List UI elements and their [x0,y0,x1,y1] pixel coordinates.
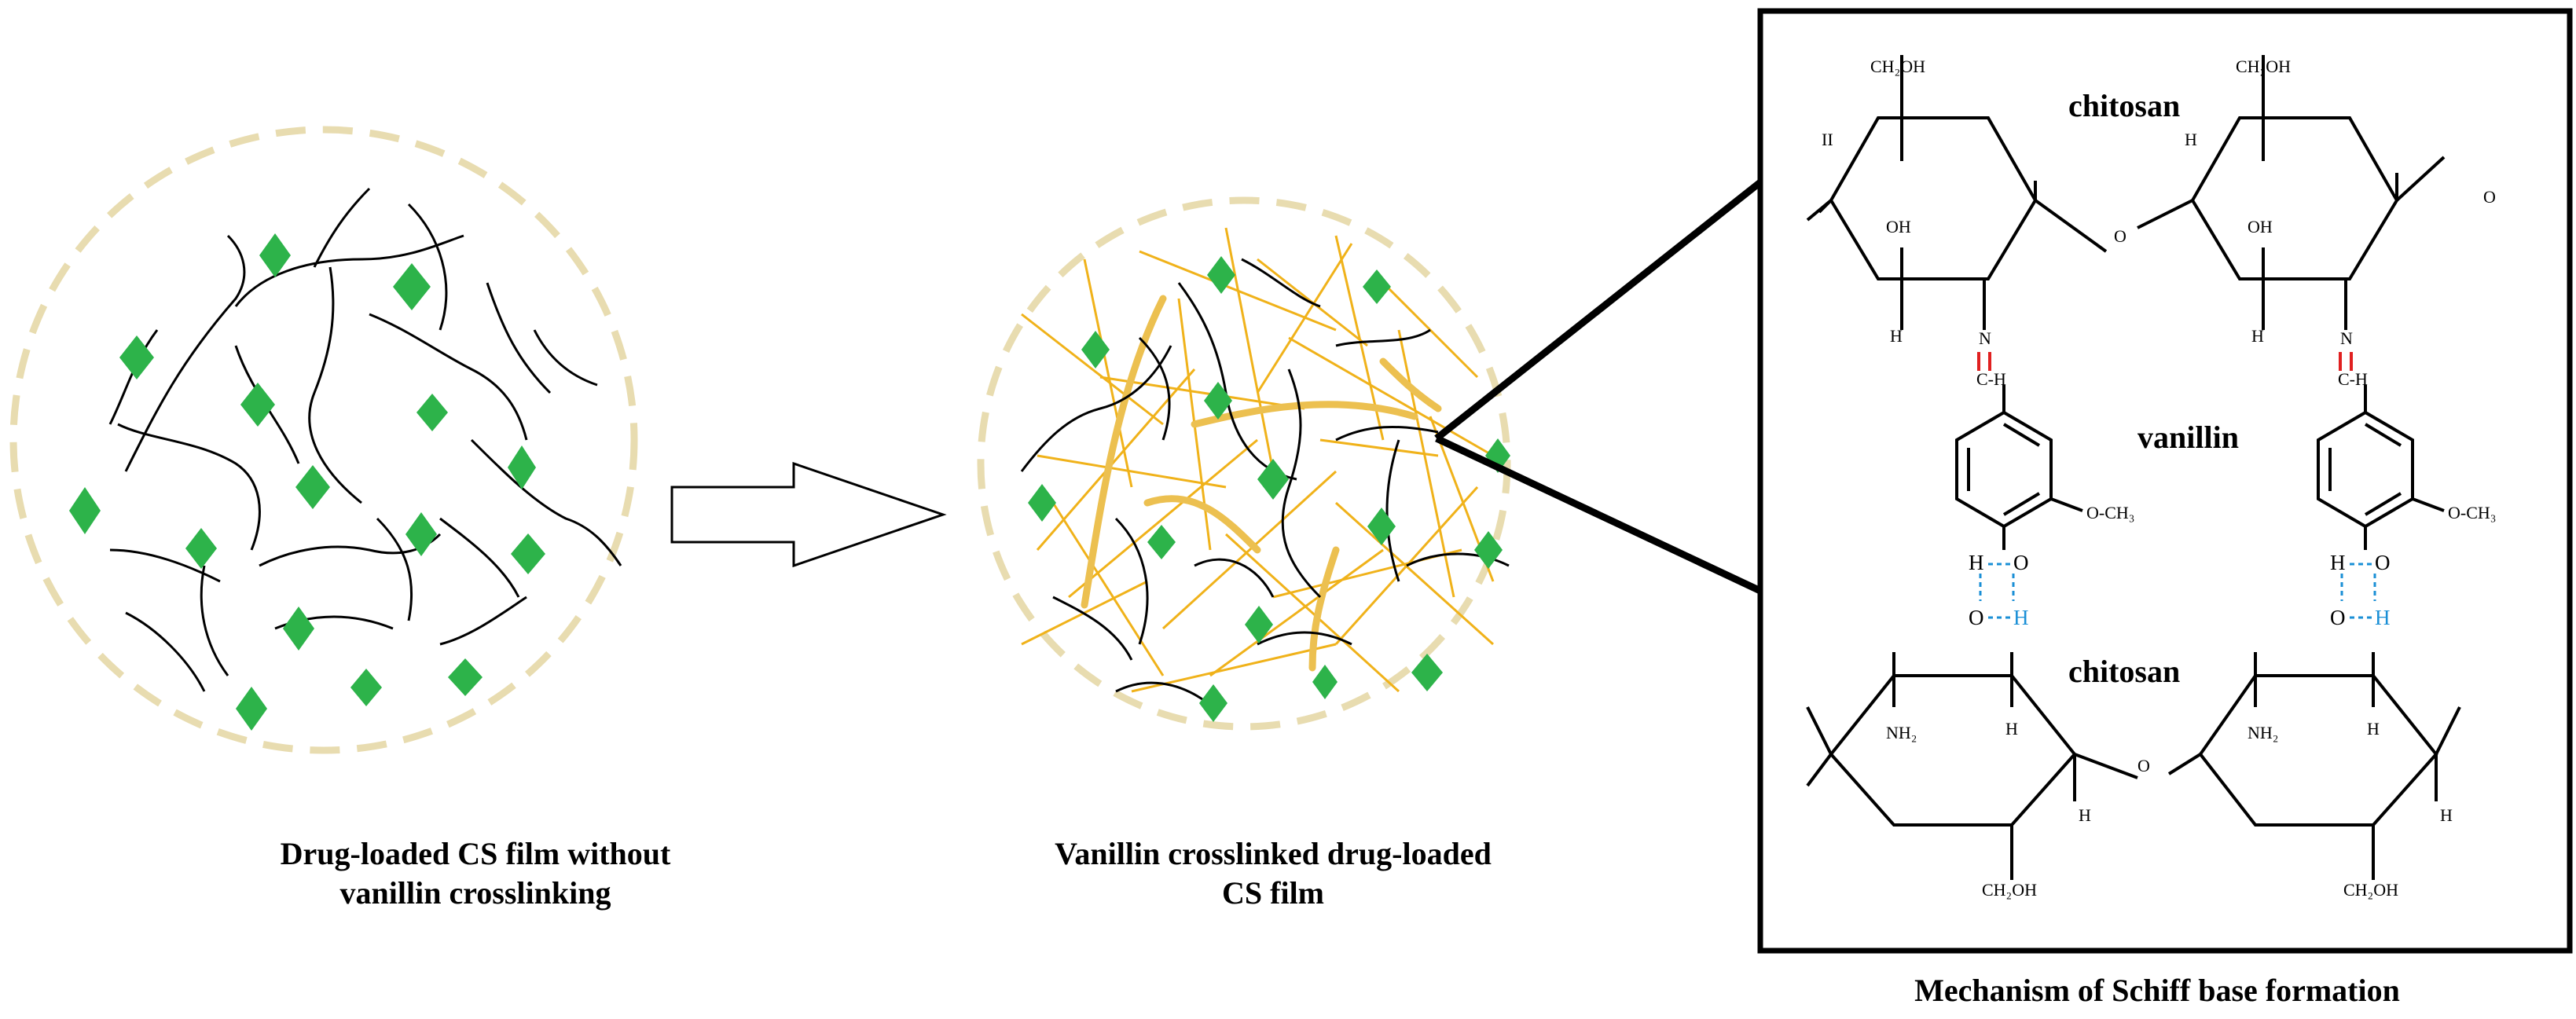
h-top-1: II [1822,130,1833,149]
schiff-double-bonds [1977,352,2353,371]
h-bottom-4: H [2440,805,2453,825]
drug-particles-middle [1028,256,1510,722]
mechanism-structure [1806,55,2461,880]
caption-mid-line1: Vanillin crosslinked drug-loaded [1055,836,1492,871]
chitosan-top-label: chitosan [2068,88,2180,123]
oh-top-1: OH [1886,217,1911,236]
ch-group-1: C-H [1976,369,2006,389]
drug-particles-left [69,233,545,731]
transition-arrow [670,461,947,568]
chitosan-chains-middle [1020,258,1510,701]
uncrosslinked-film [9,126,638,754]
nh2-1: NH₂ [1886,723,1917,742]
n-atom-1: N [1979,328,1991,348]
caption-mid-line2: CS film [1222,875,1324,911]
hbond-h-1: H [1969,551,1984,574]
crosslinked-film [977,196,1511,731]
caption-crosslinked-film: Vanillin crosslinked drug-loaded CS film [935,834,1611,913]
vanillin-label: vanillin [2137,420,2239,455]
ch2oh-top-1: CH₂OH [1870,57,1925,76]
n-atom-2: N [2340,328,2353,348]
h-top-3: H [1890,326,1903,346]
o-glycosidic-top-2: O [2483,187,2496,207]
hbond-h-3: H [2330,551,2346,574]
zoom-lines [1434,179,1763,595]
h-bottom-3: H [2079,805,2091,825]
ch-group-2: C-H [2338,369,2368,389]
hbond-o-1: O [2013,551,2029,574]
h-bottom-2: H [2367,719,2380,739]
nh2-2: NH₂ [2248,723,2278,742]
hydrogen-bonds [1979,563,2376,619]
hbond-o-2: O [1969,606,1984,629]
caption-right-line: Mechanism of Schiff base formation [1914,973,2400,1008]
h-top-4: H [2251,326,2264,346]
ch2oh-bottom-2: CH₂OH [2343,880,2398,900]
h-bottom-1: H [2005,719,2018,739]
h-top-2: H [2185,130,2197,149]
caption-left-line1: Drug-loaded CS film without [280,836,671,871]
hbond-o-3: O [2375,551,2391,574]
hbond-h-2: H [2013,606,2029,629]
vanillin-crosslinks-thin [1021,227,1495,693]
ch2oh-bottom-1: CH₂OH [1982,880,2037,900]
oh-top-2: OH [2248,217,2273,236]
hbond-h-4: H [2375,606,2391,629]
caption-uncrosslinked-film: Drug-loaded CS film without vanillin cro… [31,834,919,913]
hbond-o-4: O [2330,606,2346,629]
film-boundary-middle [977,196,1511,731]
chitosan-bottom-label: chitosan [2068,654,2180,689]
methoxy-2: O-CH₃ [2448,503,2496,522]
mechanism-labels: chitosan vanillin chitosan CH₂OH CH₂OH I… [1822,57,2496,900]
o-glycosidic-top-1: O [2114,226,2126,246]
caption-left-line2: vanillin crosslinking [339,875,611,911]
film-boundary-left [9,126,638,754]
ch2oh-top-2: CH₂OH [2236,57,2291,76]
methoxy-1: O-CH₃ [2086,503,2134,522]
chitosan-chains-left [108,187,622,692]
caption-mechanism: Mechanism of Schiff base formation [1745,971,2570,1010]
o-glycosidic-bottom: O [2137,756,2150,775]
